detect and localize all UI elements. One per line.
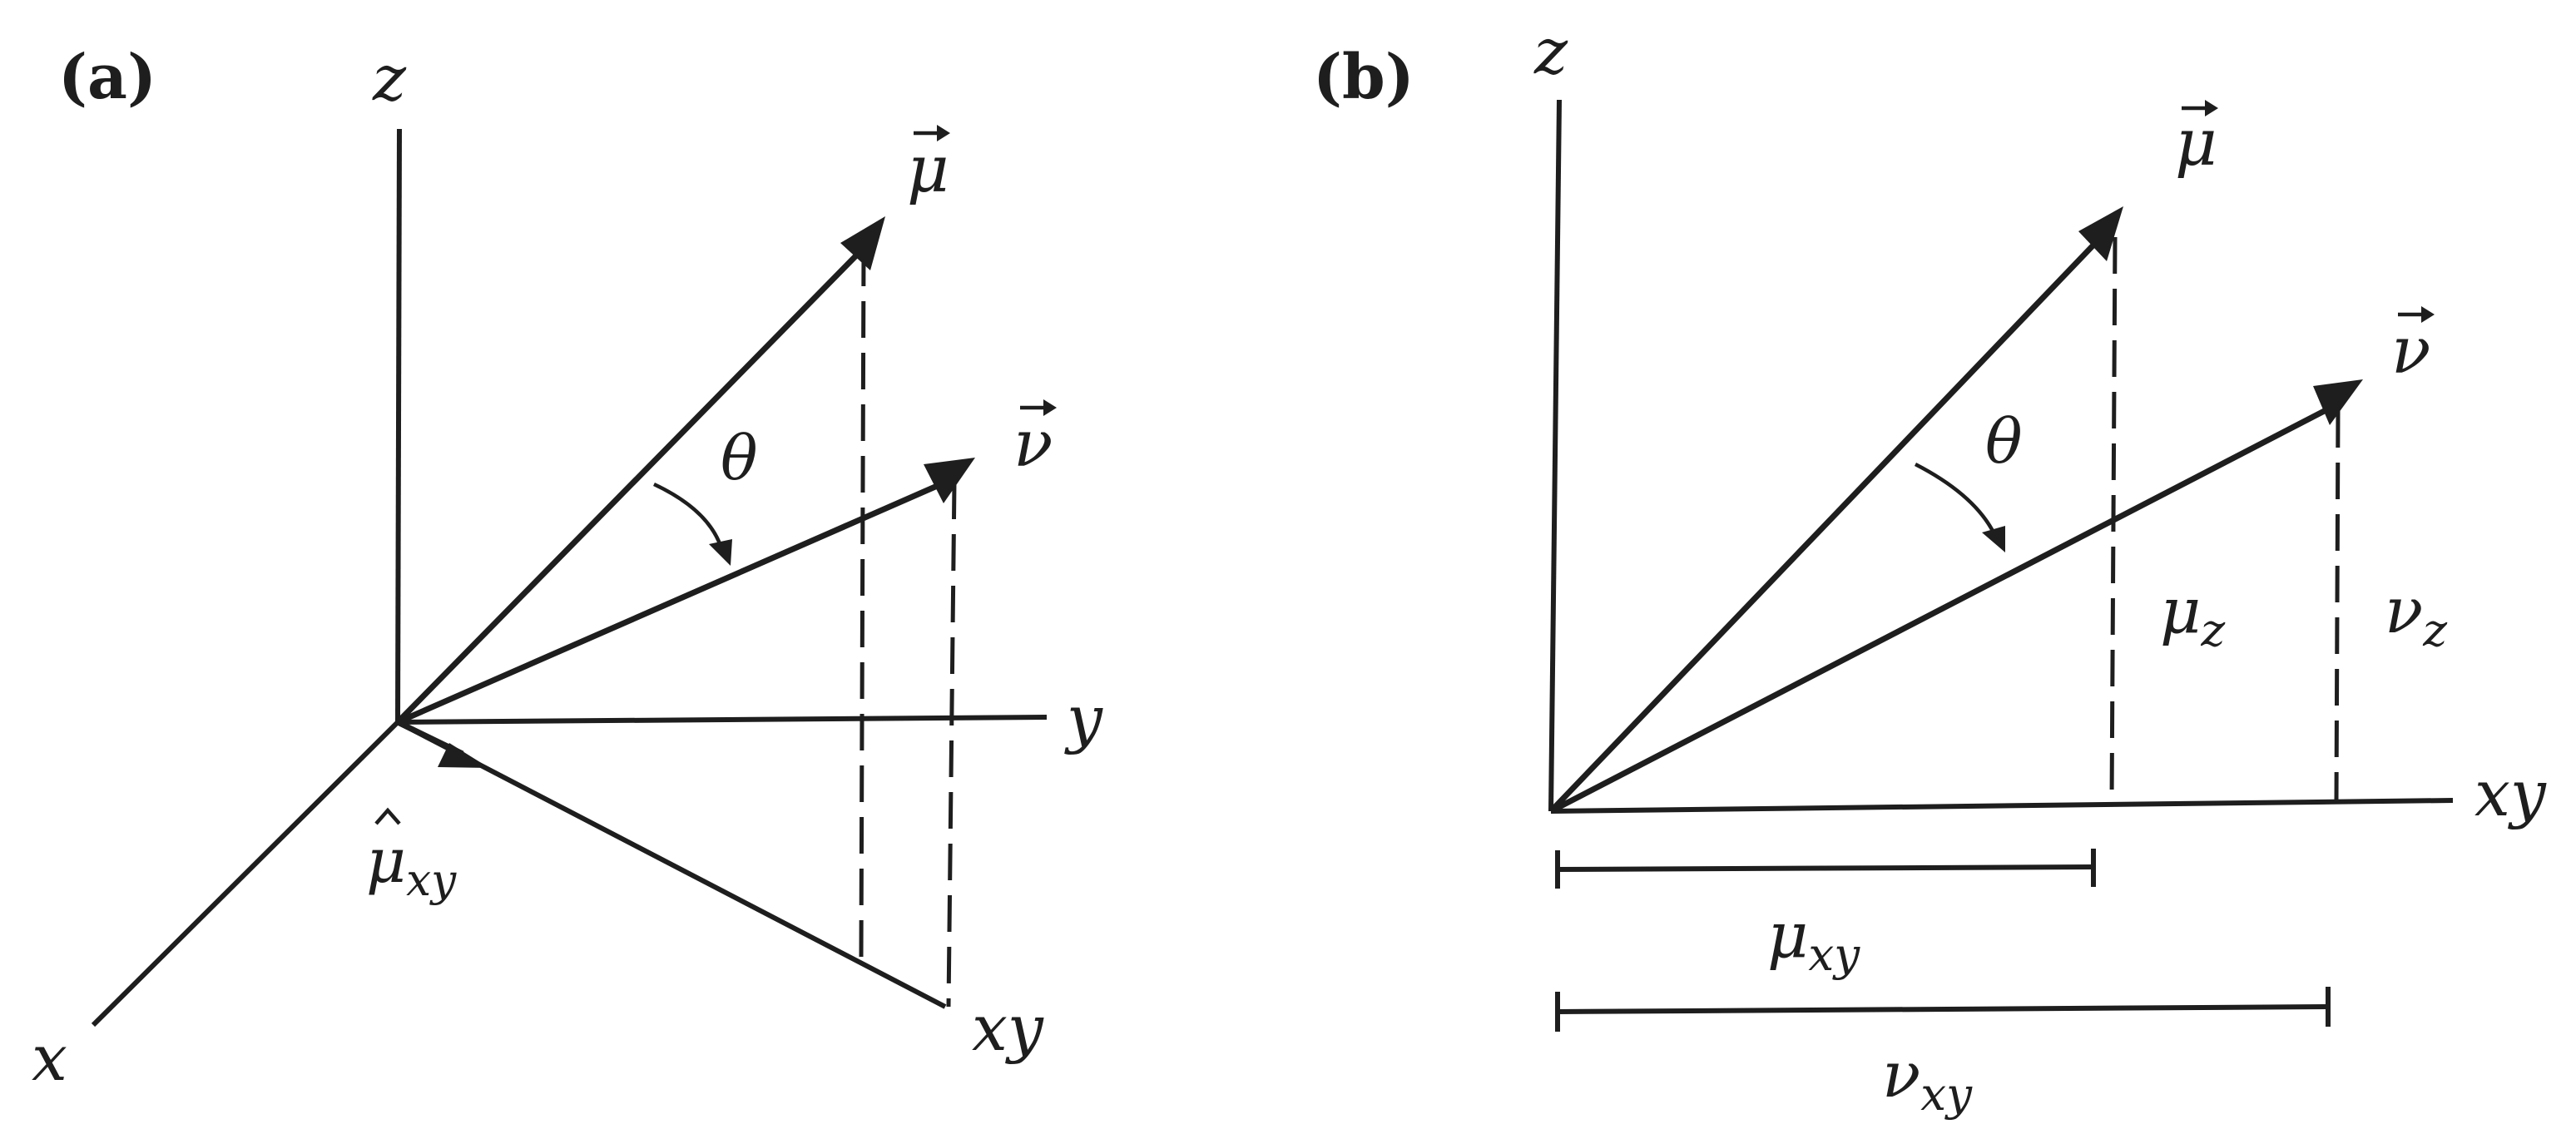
panel-b-nu-vector-arrow-icon: [2398, 306, 2435, 323]
panel-a-theta-arc: [653, 482, 723, 547]
panel-b-nu-xy-label: νxy: [1882, 1037, 1973, 1121]
panel-b-mu-label: μ: [2175, 106, 2217, 181]
panel-a-z-axis: [395, 128, 402, 723]
panel-b-nu-z-base: ν: [2385, 573, 2423, 647]
panel-a-hat-icon: [374, 807, 401, 825]
panel-b-xy-label: xy: [2474, 756, 2547, 830]
panel-b-nu-z-projection: [2334, 410, 2341, 801]
panel-a: (a) z y x xy μ ν: [32, 41, 1103, 1095]
panel-b-mu-vector: [1548, 232, 2106, 814]
panel-b-theta-arrowhead: [1982, 526, 2005, 552]
panel-a-nu-vector: [396, 478, 950, 725]
panel-b-nu-arrowhead: [2313, 379, 2363, 425]
panel-a-x-axis: [91, 720, 400, 1028]
panel-a-mu-vector-arrow-icon: [914, 125, 950, 141]
panel-b-mu-z-base: μ: [2160, 573, 2201, 647]
panel-b-xy-axis: [1550, 798, 2454, 814]
panel-b-theta-arc: [1914, 462, 1995, 534]
panel-a-mu-vector: [395, 244, 868, 725]
panel-b-z-label: z: [1533, 14, 1568, 88]
panel-b-mu-z-projection: [2109, 236, 2118, 804]
panel-b-nu-xy-base: ν: [1882, 1037, 1920, 1112]
panel-a-z-label: z: [372, 41, 407, 115]
panel-a-y-axis: [397, 715, 1048, 725]
panel-b-mu-arrowhead: [2078, 206, 2123, 261]
panel-a-mu-hat-xy-label: μxy: [366, 825, 457, 906]
panel-b-theta-label: θ: [1985, 406, 2023, 478]
panel-b-nu-z-subscript: z: [2422, 603, 2448, 656]
panel-b-mu-xy-bar: [1555, 849, 2096, 889]
panel-b-mu-xy-subscript: xy: [1808, 928, 1860, 981]
panel-b-nu-label: ν: [2391, 314, 2430, 389]
panel-b-nu-xy-subscript: xy: [1920, 1067, 1973, 1121]
panel-b-nu-z-label: νz: [2385, 573, 2448, 656]
panel-a-tag: (a): [58, 42, 156, 113]
panel-b-z-axis: [1548, 99, 1562, 812]
panel-a-mu-arrowhead: [840, 216, 885, 270]
panel-b-mu-z-label: μz: [2160, 573, 2226, 656]
panel-a-nu-label: ν: [1013, 407, 1053, 482]
panel-a-nu-projection: [946, 482, 957, 1008]
panel-a-xy-label: xy: [972, 991, 1044, 1065]
panel-a-mu-projection: [859, 249, 866, 959]
panel-a-nu-arrowhead: [924, 458, 975, 503]
panel-b: (b) z xy μ: [1313, 14, 2547, 1121]
panel-a-nu-vector-arrow-icon: [1020, 399, 1057, 416]
panel-a-mu-hat-xy-arrowhead: [438, 743, 489, 768]
panel-b-nu-vector: [1549, 403, 2336, 815]
panel-b-mu-xy-base: μ: [1767, 898, 1808, 972]
panel-a-mu-hat-xy-subscript: xy: [406, 854, 457, 906]
panel-a-mu-hat-xy-base: μ: [366, 825, 406, 897]
panel-a-xy-line: [396, 720, 947, 1009]
panel-b-tag: (b): [1313, 42, 1414, 113]
panel-a-theta-label: θ: [721, 423, 758, 494]
panel-b-nu-xy-bar: [1555, 987, 2331, 1032]
panel-a-x-label: x: [32, 1021, 67, 1095]
panel-a-y-label: y: [1064, 681, 1103, 755]
panel-b-mu-z-subscript: z: [2200, 603, 2226, 656]
panel-b-mu-vector-arrow-icon: [2182, 100, 2218, 116]
panel-a-mu-label: μ: [907, 132, 949, 207]
panel-a-theta-arrowhead: [709, 539, 732, 566]
panel-b-mu-xy-label: μxy: [1767, 898, 1860, 981]
